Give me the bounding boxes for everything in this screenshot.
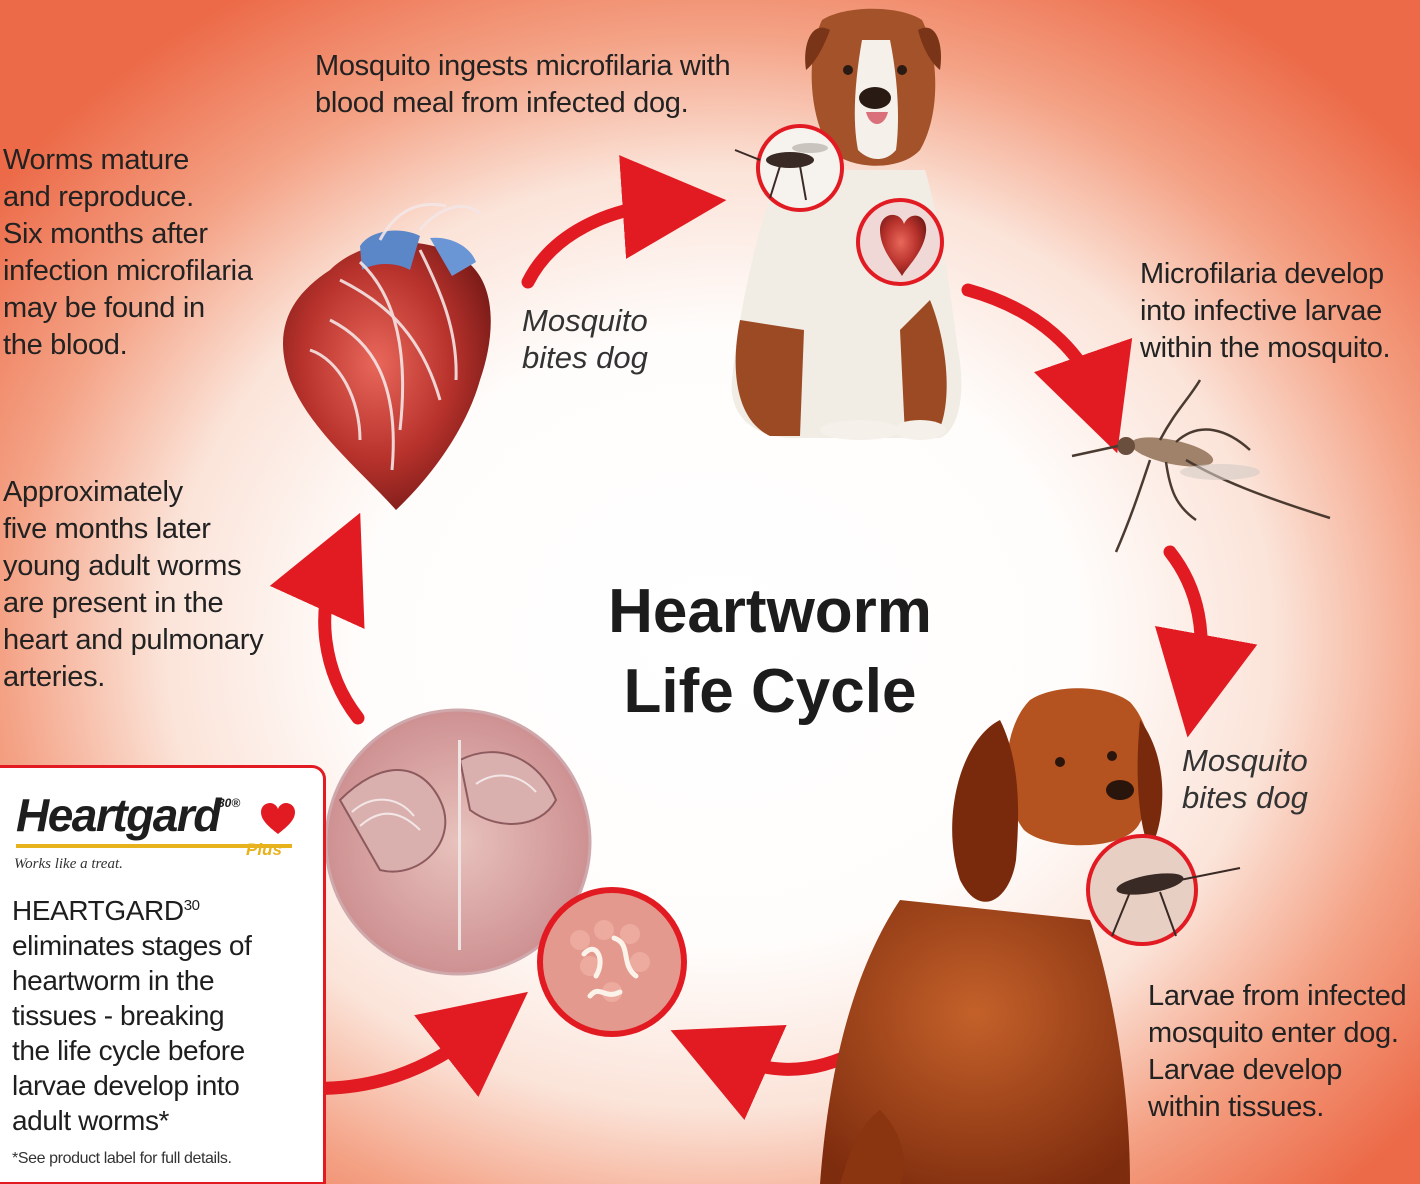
dog2-bite-inset [1086,834,1241,946]
step-larvae-enter: Larvae from infected mosquito enter dog.… [1148,980,1407,1123]
page-title: Heartworm Life Cycle [608,577,932,726]
dog2-illustration [820,688,1163,1184]
heart-illustration [283,202,491,510]
arrow-tissue-to-heart [269,512,365,725]
heart-inset [856,198,944,286]
brand-underline [16,844,292,848]
brand-superscript: 30® [218,796,241,810]
label-bites-top: Mosquito bites dog [522,303,648,375]
promo-product: HEARTGARD30 [12,895,200,926]
promo-description: HEARTGARD30 eliminates stages of heartwo… [12,888,252,1138]
brand-plus: Plus [246,840,282,859]
mosquito-bite-inset [734,124,844,212]
brand-tagline: Works like a treat. [14,856,123,872]
label-bites-right: Mosquito bites dog [1182,743,1308,815]
arrow-dog-to-mosquito [961,283,1133,454]
step-young-adults: Approximately five months later young ad… [3,476,264,693]
brand-logo: Heartgard [16,789,221,841]
promo-box: Heartgard 30® Plus Works like a treat. H… [0,765,326,1184]
step-worms-mature: Worms mature and reproduce. Six months a… [3,144,253,361]
dog-illustration [731,8,962,440]
larvae-magnifier [537,887,687,1037]
heart-icon [261,803,295,834]
mosquito-illustration [1071,379,1331,553]
arrow-heart-to-dog [521,155,727,289]
step-mosquito-ingests: Mosquito ingests microfilaria with blood… [315,50,731,119]
promo-footnote: *See product label for full details. [12,1150,232,1167]
tissue-magnifier [324,708,592,976]
arrow-promo-to-tissue [293,991,529,1097]
step-microfilaria-develop: Microfilaria develop into infective larv… [1140,258,1391,364]
arrow-mosquito-to-dog2 [1154,545,1258,738]
